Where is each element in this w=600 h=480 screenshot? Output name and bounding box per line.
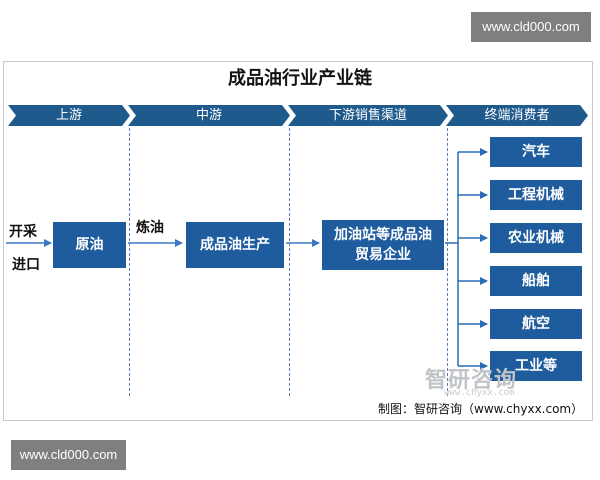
consumer-box: 工业等 bbox=[490, 351, 582, 381]
stage-divider bbox=[129, 128, 130, 396]
watermark-bottom: www.cld000.com bbox=[11, 440, 126, 470]
stage-downstream-label: 下游销售渠道 bbox=[328, 108, 407, 123]
box-crude-oil: 原油 bbox=[53, 222, 126, 268]
consumer-box: 船舶 bbox=[490, 266, 582, 296]
stage-divider bbox=[289, 128, 290, 396]
stage-midstream-label: 中游 bbox=[195, 108, 222, 123]
input-mining-label: 开采 bbox=[9, 224, 37, 240]
consumer-box: 汽车 bbox=[490, 137, 582, 167]
stage-upstream-label: 上游 bbox=[55, 108, 82, 123]
stage-downstream: 下游销售渠道 bbox=[288, 105, 448, 126]
stage-upstream: 上游 bbox=[8, 105, 130, 126]
stage-consumers-label: 终端消费者 bbox=[484, 108, 550, 123]
box-sales-channel: 加油站等成品油贸易企业 bbox=[322, 220, 444, 270]
watermark-top: www.cld000.com bbox=[471, 12, 591, 42]
chevron-shape bbox=[128, 105, 290, 126]
consumer-box: 航空 bbox=[490, 309, 582, 339]
refining-label: 炼油 bbox=[136, 220, 164, 236]
box-refined-production: 成品油生产 bbox=[186, 222, 284, 268]
stage-divider bbox=[447, 128, 448, 396]
diagram-title: 成品油行业产业链 bbox=[228, 68, 372, 89]
consumer-box: 农业机械 bbox=[490, 223, 582, 253]
stage-consumers: 终端消费者 bbox=[446, 105, 588, 126]
chevron-shape bbox=[8, 105, 130, 126]
source-credit: 制图：智研咨询（www.chyxx.com） bbox=[378, 402, 584, 416]
brand-logo-url: www.chyxx.com bbox=[444, 388, 515, 398]
stage-midstream: 中游 bbox=[128, 105, 290, 126]
input-import-label: 进口 bbox=[12, 257, 40, 273]
consumer-box: 工程机械 bbox=[490, 180, 582, 210]
brand-logo-watermark: 智研咨询 bbox=[425, 368, 518, 393]
diagram-frame bbox=[3, 61, 593, 421]
chevron-shape bbox=[446, 105, 588, 126]
chevron-shape bbox=[288, 105, 448, 126]
